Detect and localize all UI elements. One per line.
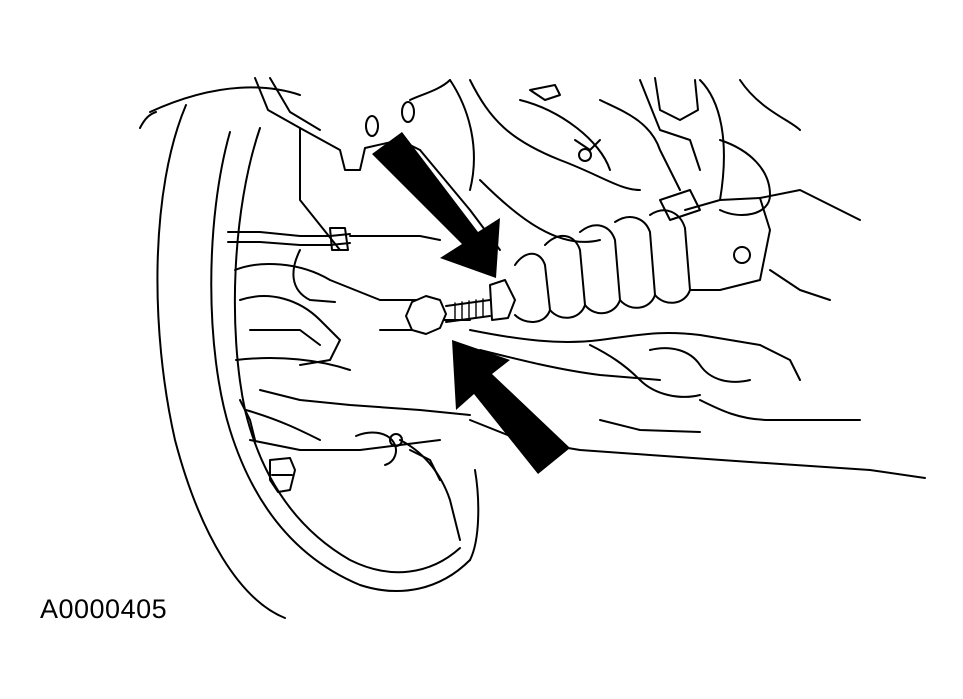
tie-rod-assembly xyxy=(379,189,861,335)
tie-rod-jam-nut xyxy=(405,295,447,335)
inner-tie-rod-boot-clamp xyxy=(489,279,516,321)
figure-id-label: A0000405 xyxy=(40,594,168,624)
callout-arrows xyxy=(372,132,570,474)
arrow-upper-icon xyxy=(372,132,500,278)
arrow-lower-icon xyxy=(452,340,570,474)
tire xyxy=(139,86,480,619)
chassis-structure xyxy=(254,77,801,251)
knuckle-area xyxy=(227,227,471,541)
